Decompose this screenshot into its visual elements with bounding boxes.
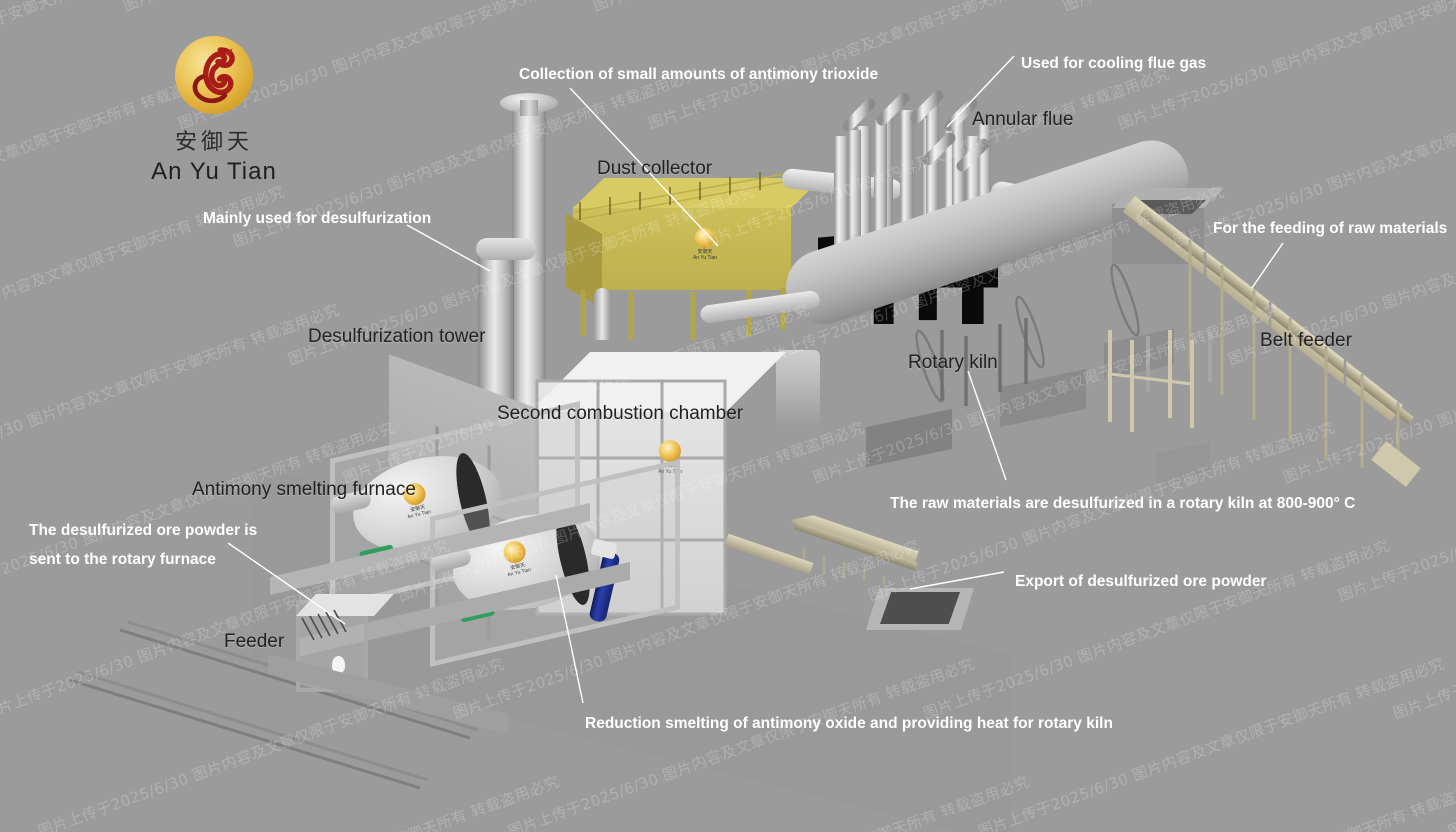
leader-line-feeding-raw-materials <box>1251 242 1284 289</box>
badge-en-text: An Yu Tian <box>692 255 718 261</box>
annotation-feeding-raw-materials: For the feeding of raw materials <box>1213 215 1447 244</box>
annotation-line: Reduction smelting of antimony oxide and… <box>585 715 1113 732</box>
discharge-pit-inner <box>880 592 960 624</box>
leader-line-desulfurized-ore-powder-to-rotary-furnace <box>227 542 346 625</box>
annotation-line: The desulfurized ore powder is <box>29 522 258 539</box>
leader-line-rotary-kiln-temperature <box>967 370 1007 481</box>
annotation-mainly-desulfurization: Mainly used for desulfurization <box>203 205 431 234</box>
annotation-antimony-trioxide-collection: Collection of small amounts of antimony … <box>519 61 878 90</box>
annotation-line: Mainly used for desulfurization <box>203 210 432 227</box>
brand-name-en: An Yu Tian <box>151 158 277 185</box>
dragon-flame-logo-icon <box>175 36 253 114</box>
component-label-rotary-kiln: Rotary kiln <box>908 352 998 373</box>
annotation-line: sent to the rotary furnace <box>29 550 216 568</box>
rotary-kiln-rings <box>915 263 1140 403</box>
annotation-line: The raw materials are desulfurized in a … <box>890 495 1356 512</box>
annotation-export-desulfurized-ore-powder: Export of desulfurized ore powder <box>1015 568 1266 597</box>
component-label-annular-flue: Annular flue <box>972 109 1074 130</box>
annotation-rotary-kiln-temperature: The raw materials are desulfurized in a … <box>890 490 1355 519</box>
component-label-desulfurization-tower: Desulfurization tower <box>308 326 486 347</box>
annotation-line: Collection of small amounts of antimony … <box>519 66 879 83</box>
brand-logo: 安御天 An Yu Tian <box>104 36 324 186</box>
brand-name-cn: 安御天 <box>174 130 253 155</box>
annotation-line: For the feeding of raw materials <box>1213 220 1448 237</box>
chamber-logo-badge: 安御天 An Yu Tian <box>650 440 690 475</box>
rotary-kiln-discharge-head <box>776 350 820 428</box>
tower-elbow-pipe <box>476 238 536 260</box>
leader-line-mainly-desulfurization <box>406 224 491 272</box>
dust-collector-return-pipe <box>594 288 610 340</box>
stack-cap-stem <box>520 100 538 116</box>
leader-line-export-desulfurized-ore-powder <box>909 571 1005 590</box>
dust-collector-railing <box>573 172 785 221</box>
component-label-dust-collector: Dust collector <box>597 158 713 179</box>
badge-cn-text: 安御天 <box>662 463 678 469</box>
annotation-line: Export of desulfurized ore powder <box>1015 573 1267 590</box>
annotation-line: Used for cooling flue gas <box>1021 55 1207 72</box>
component-label-antimony-smelting-furnace: Antimony smelting furnace <box>192 479 416 500</box>
component-label-feeder: Feeder <box>224 631 285 652</box>
component-label-second-combustion-chamber: Second combustion chamber <box>497 403 744 424</box>
kiln-platform-columns <box>1108 330 1212 432</box>
kiln-hanger-rods <box>940 318 1028 406</box>
dust-collector-body <box>573 206 791 290</box>
annotation-cooling-flue-gas: Used for cooling flue gas <box>1021 50 1206 79</box>
feeder-operator-figure <box>332 656 345 673</box>
leader-line-antimony-trioxide-collection <box>569 87 719 247</box>
dust-collector-logo-badge: 安御天 An Yu Tian <box>688 228 722 261</box>
leader-line-reduction-smelting <box>555 574 584 704</box>
badge-en-text: An Yu Tian <box>657 469 683 475</box>
annotation-desulfurized-ore-powder-to-rotary-furnace: The desulfurized ore powder is sent to th… <box>29 517 257 574</box>
component-label-belt-feeder: Belt feeder <box>1260 330 1352 351</box>
annotation-reduction-smelting: Reduction smelting of antimony oxide and… <box>585 710 1113 739</box>
leader-line-cooling-flue-gas <box>946 55 1015 128</box>
badge-cn-text: 安御天 <box>697 249 713 255</box>
